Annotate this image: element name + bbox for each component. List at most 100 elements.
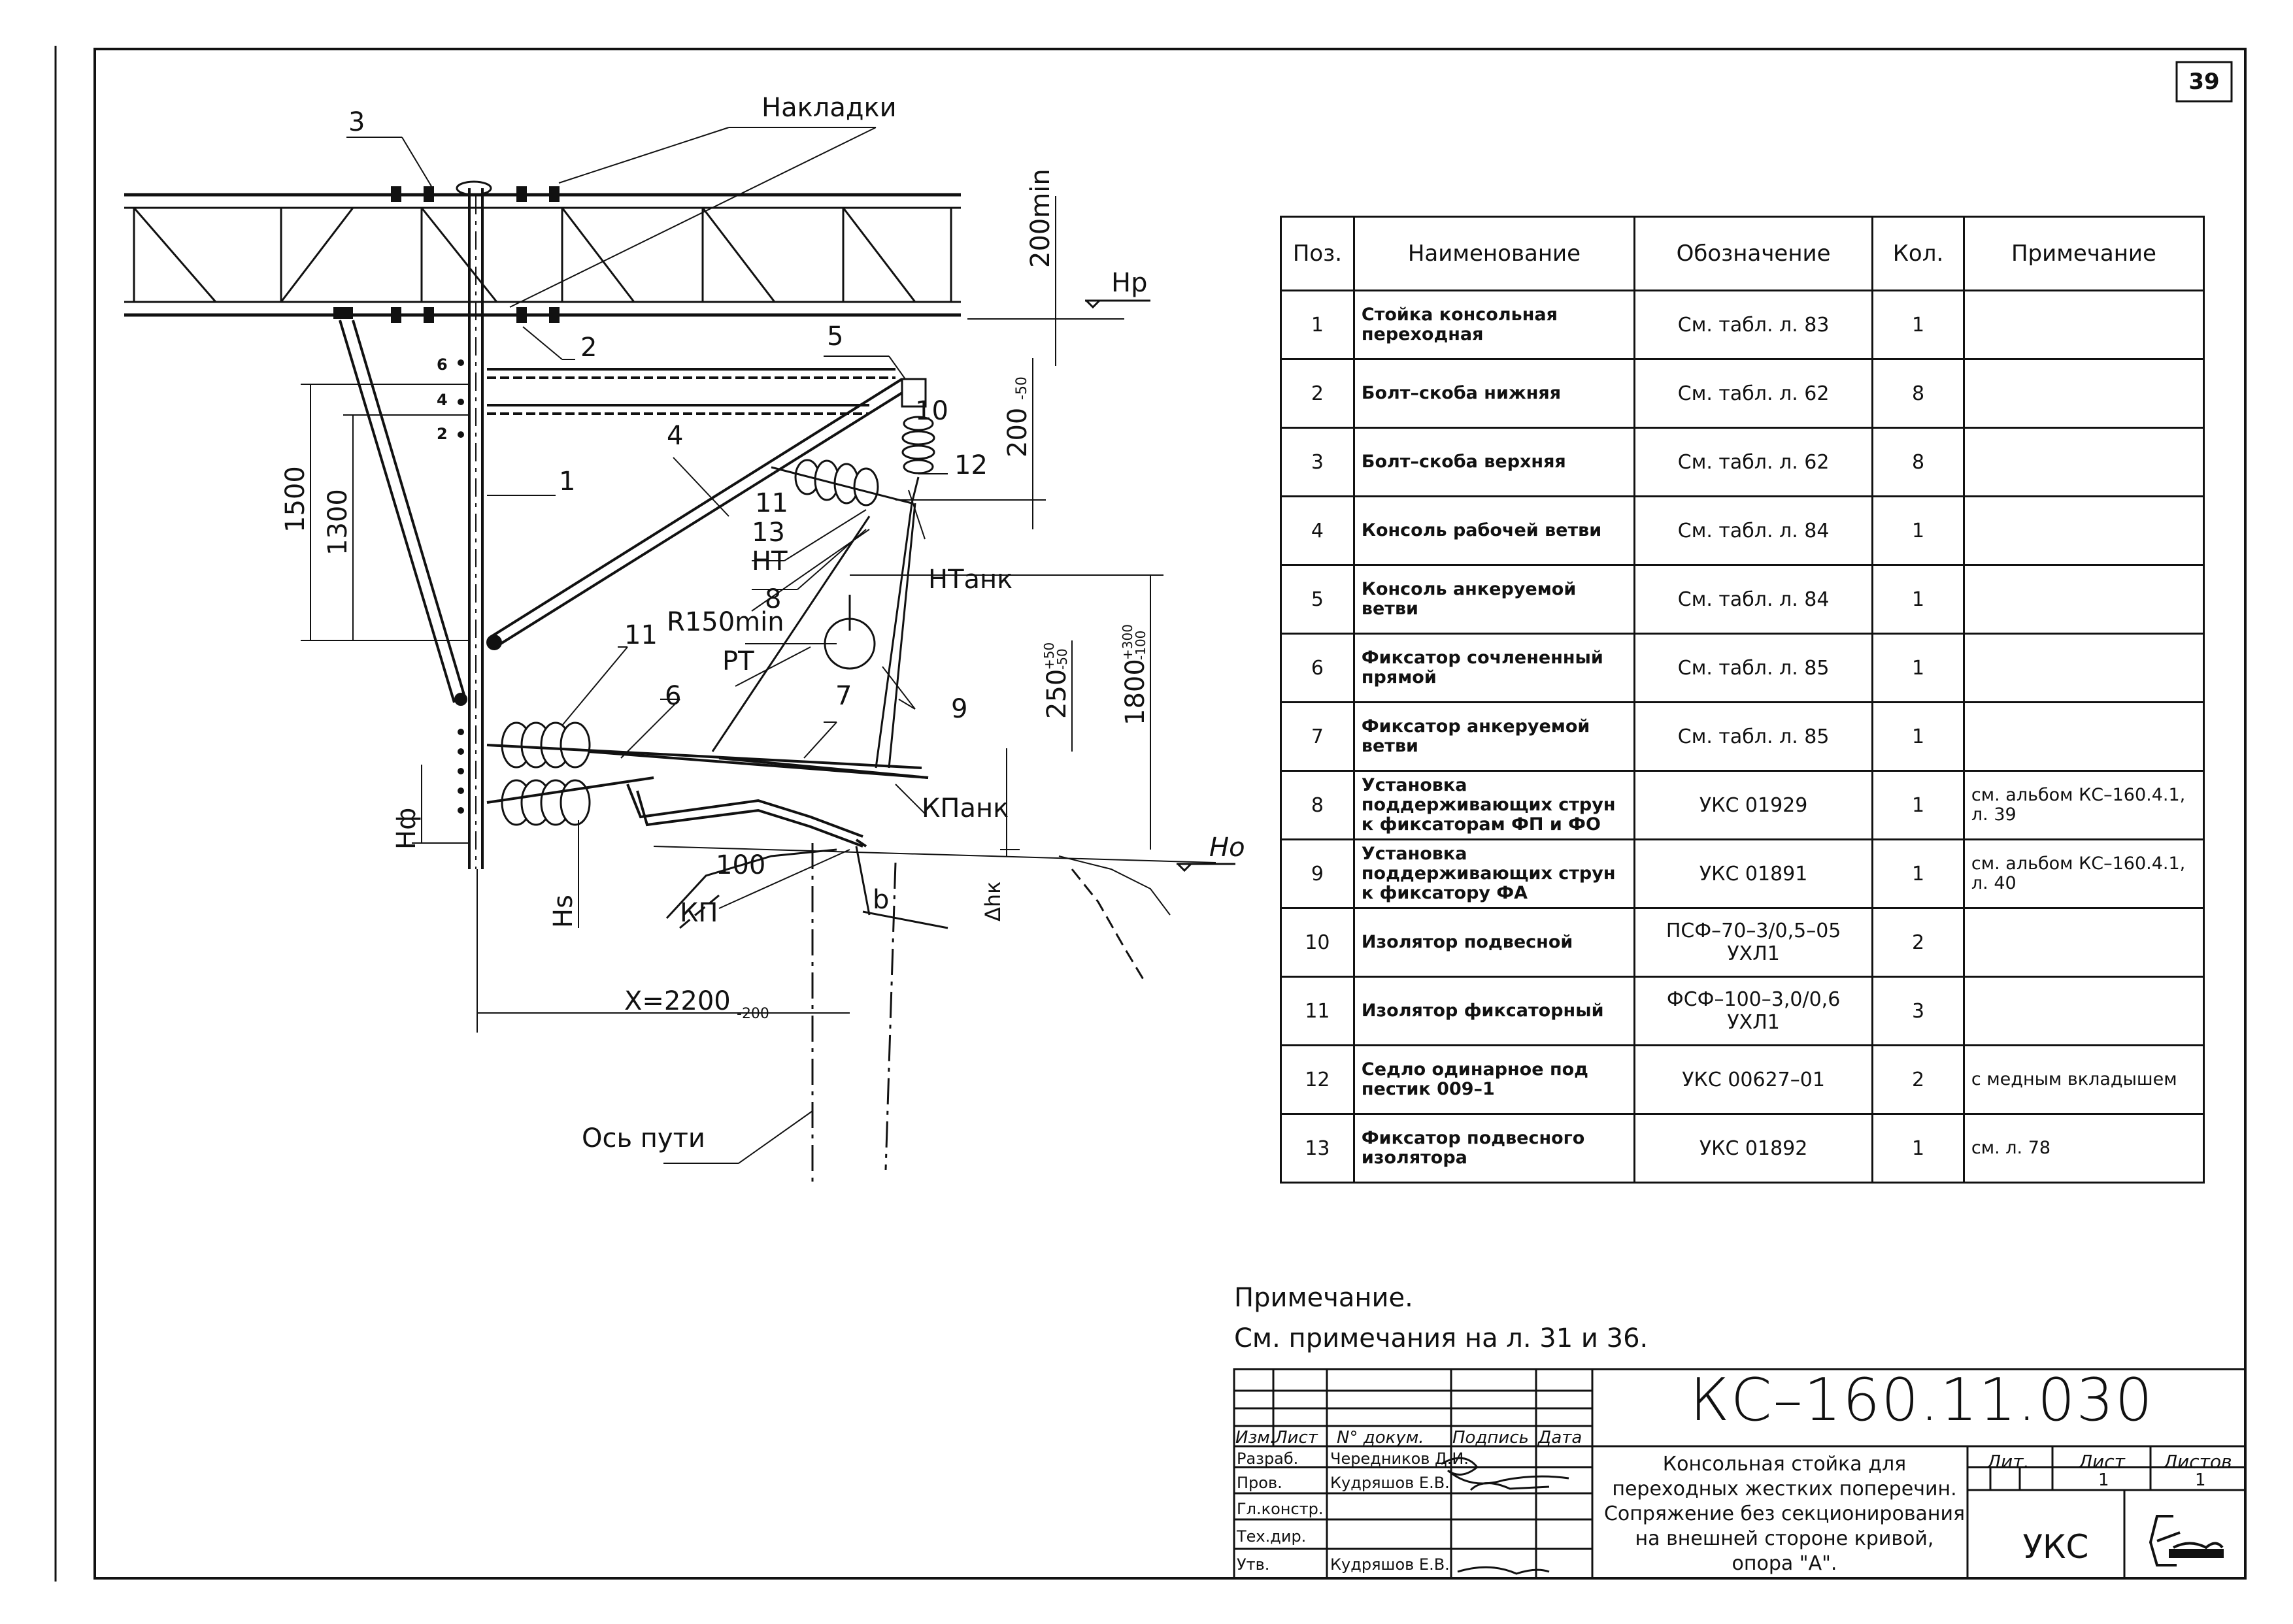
spec-name: Болт–скоба нижняя [1352, 358, 1636, 429]
upper-rods [487, 368, 895, 415]
spec-name: Болт–скоба верхняя [1352, 427, 1636, 497]
label-htank: НТанк [928, 565, 1013, 595]
spec-note [1962, 976, 2205, 1046]
spec-note [1962, 701, 2205, 772]
tb-header-list: Лист [1275, 1428, 1318, 1448]
label-ho: Но [1209, 833, 1245, 863]
title-line: опора "А". [1732, 1552, 1837, 1575]
label-b: b [873, 885, 889, 915]
spec-qty: 1 [1871, 564, 1965, 635]
spec-code: См. табл. л. 84 [1633, 564, 1874, 635]
sheet-number-box [2175, 61, 2233, 103]
label-hf: Нф [392, 808, 422, 850]
leader-lines [346, 127, 948, 1164]
spec-note [1962, 633, 2205, 703]
spec-pos: 6 [1280, 633, 1355, 703]
drawing-frame [93, 48, 2247, 1580]
spec-qty: 1 [1871, 1113, 1965, 1184]
fixator-insulators-lower [501, 721, 591, 826]
spec-qty: 1 [1871, 838, 1965, 909]
spec-note [1962, 290, 2205, 360]
pos-mark-4: 4 [667, 421, 683, 451]
pos-mark-5: 5 [827, 322, 843, 352]
dim-200: 200 [1003, 408, 1033, 457]
label-kp: КП [680, 898, 718, 928]
tb-sheets-value: 1 [2195, 1470, 2206, 1490]
spec-pos: 8 [1280, 770, 1355, 840]
spec-header-name: Наименование [1352, 216, 1636, 291]
spec-pos: 1 [1280, 290, 1355, 360]
fixator-insulator-upper [771, 459, 912, 506]
spec-name: Изолятор фиксаторный [1352, 976, 1636, 1046]
console-post [468, 188, 484, 869]
notes-text: См. примечания на л. 31 и 36. [1234, 1323, 1649, 1353]
spec-qty: 8 [1871, 358, 1965, 429]
dim-1800: 1800 [1120, 659, 1150, 725]
spec-name: Фиксатор анкеруемой ветви [1352, 701, 1636, 772]
notes-title: Примечание. [1234, 1283, 1413, 1313]
label-dhk: Δhк [980, 882, 1005, 922]
title-block-grid [1233, 1368, 2247, 1580]
pos-mark-13: 13 [752, 518, 785, 548]
organization: УКС [2022, 1528, 2089, 1566]
dim-x-main: X=2200 [624, 986, 731, 1016]
label-hs: Hs [548, 895, 578, 928]
track-axis [665, 843, 1145, 1183]
tb-header-doc: N° докум. [1337, 1428, 1424, 1448]
tb-lit-label: Лит. [1987, 1451, 2030, 1472]
level-marks [1085, 299, 1235, 872]
tb-person: Кудряшов Е.В. [1330, 1474, 1450, 1492]
dimension-lines-right [653, 196, 1216, 916]
spec-code: УКС 00627–01 [1633, 1044, 1874, 1115]
label-nakladki: Накладки [762, 93, 897, 123]
spec-code: См. табл. л. 62 [1633, 427, 1874, 497]
pos-mark-2: 2 [580, 333, 597, 363]
spec-pos: 13 [1280, 1113, 1355, 1184]
spec-name: Консоль анкеруемой ветви [1352, 564, 1636, 635]
label-ht: НТ [752, 546, 788, 576]
spec-code: См. табл. л. 85 [1633, 633, 1874, 703]
spec-note: см. альбом КС–160.4.1, л. 39 [1962, 770, 2205, 840]
dim-250-tol-up: +50 [1041, 642, 1057, 670]
spec-name: Стойка консольная переходная [1352, 290, 1636, 360]
tb-role: Пров. [1237, 1474, 1282, 1492]
tb-header-date: Дата [1538, 1428, 1582, 1448]
pos-mark-10: 10 [915, 396, 948, 426]
notes-block: Примечание. См. примечания на л. 31 и 36… [1234, 1278, 1648, 1359]
dim-200-tol: -50 [1014, 376, 1030, 400]
hole-mark-6: 6 [437, 356, 448, 374]
tb-header-izm: Изм. [1235, 1428, 1276, 1448]
label-r150: R150min [667, 607, 784, 637]
dim-250: 250 [1042, 669, 1072, 719]
spec-code: См. табл. л. 84 [1633, 495, 1874, 566]
beam-bolts [333, 180, 560, 323]
diagonal-strut [339, 320, 467, 706]
pos-mark-6: 6 [665, 681, 681, 711]
pos-mark-1: 1 [559, 467, 575, 497]
dim-250-tol-dn: -50 [1054, 648, 1070, 670]
tb-sheet-value: 1 [2098, 1470, 2109, 1490]
dimension-lines-left [301, 384, 850, 1033]
hole-mark-2: 2 [437, 425, 448, 443]
tb-role: Разраб. [1237, 1450, 1299, 1468]
pos-mark-8: 8 [765, 584, 781, 614]
tb-role: Гл.констр. [1237, 1500, 1324, 1518]
spec-code: См. табл. л. 83 [1633, 290, 1874, 360]
signatures [1441, 1457, 1569, 1575]
dim-100: 100 [716, 850, 765, 880]
ukc-logo [2149, 1515, 2224, 1566]
spec-code: УКС 01891 [1633, 838, 1874, 909]
sheet-number: 39 [2188, 69, 2220, 95]
spec-code: УКС 01892 [1633, 1113, 1874, 1184]
spec-pos: 12 [1280, 1044, 1355, 1115]
spec-code: ПСФ–70–3/0,5–05 УХЛ1 [1633, 907, 1874, 978]
label-kpank: КПанк [922, 793, 1009, 823]
